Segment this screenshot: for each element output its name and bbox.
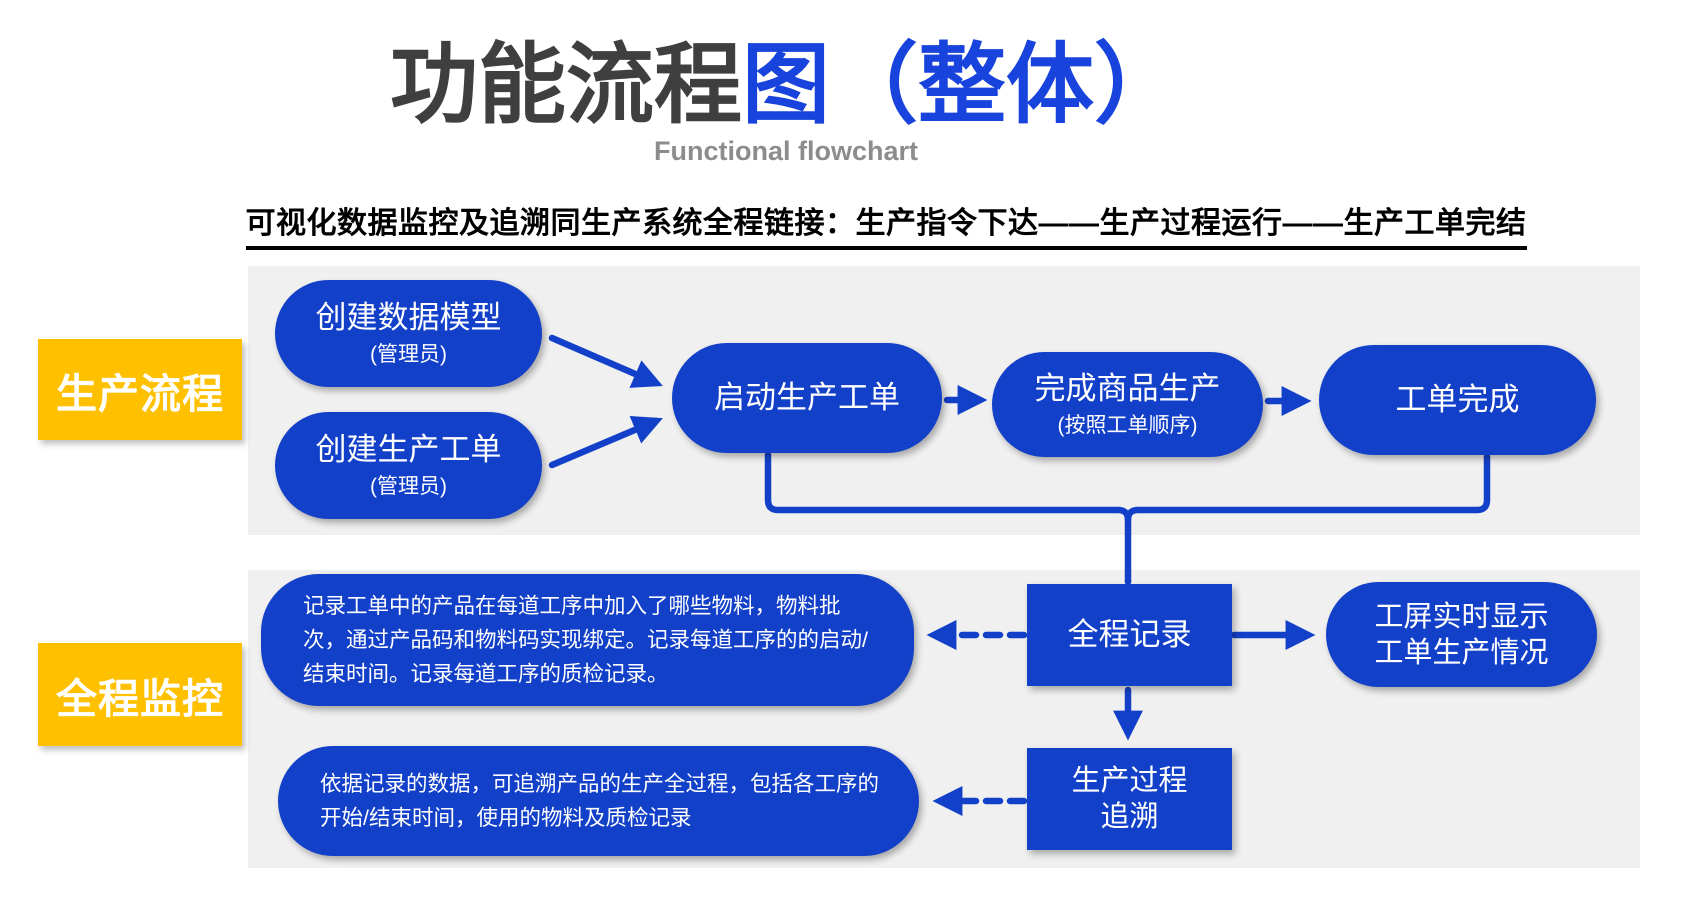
node-create-work-order: 创建生产工单 (管理员)	[275, 412, 542, 519]
node-start-work-order-title: 启动生产工单	[714, 380, 900, 415]
node-process-trace-line2: 追溯	[1100, 801, 1159, 833]
node-process-trace: 生产过程 追溯	[1027, 748, 1232, 850]
node-full-record-title: 全程记录	[1067, 617, 1192, 652]
node-create-data-model-subtitle: (管理员)	[370, 342, 447, 366]
page-title-blue-part: 图（整体）	[742, 32, 1183, 136]
node-process-trace-line1: 生产过程	[1071, 765, 1188, 797]
node-finish-product: 完成商品生产 (按照工单顺序)	[992, 352, 1263, 457]
node-screen-display: 工屏实时显示 工单生产情况	[1326, 582, 1597, 687]
note-record-detail-text: 记录工单中的产品在每道工序中加入了哪些物料，物料批次，通过产品码和物料码实现绑定…	[303, 594, 868, 686]
node-full-record: 全程记录	[1027, 584, 1232, 686]
page-title: 功能流程图（整体）	[0, 34, 1572, 134]
node-screen-display-line1: 工屏实时显示	[1374, 600, 1549, 633]
section-label-production: 生产流程	[38, 339, 242, 440]
node-finish-product-subtitle: (按照工单顺序)	[1057, 413, 1198, 437]
node-order-done: 工单完成	[1319, 345, 1596, 455]
node-create-work-order-title: 创建生产工单	[315, 431, 502, 467]
node-create-data-model-title: 创建数据模型	[315, 299, 502, 335]
note-record-detail: 记录工单中的产品在每道工序中加入了哪些物料，物料批次，通过产品码和物料码实现绑定…	[261, 574, 914, 706]
note-trace-detail: 依据记录的数据，可追溯产品的生产全过程，包括各工序的开始/结束时间，使用的物料及…	[278, 746, 919, 856]
section-label-monitoring: 全程监控	[38, 643, 242, 746]
process-link-heading: 可视化数据监控及追溯同生产系统全程链接：生产指令下达——生产过程运行——生产工单…	[245, 198, 1527, 250]
title-block: 功能流程图（整体） Functional flowchart	[0, 34, 1692, 166]
node-create-data-model: 创建数据模型 (管理员)	[275, 280, 542, 387]
heading-row: 可视化数据监控及追溯同生产系统全程链接：生产指令下达——生产过程运行——生产工单…	[230, 198, 1542, 250]
note-trace-detail-text: 依据记录的数据，可追溯产品的生产全过程，包括各工序的开始/结束时间，使用的物料及…	[320, 772, 880, 830]
node-start-work-order: 启动生产工单	[672, 343, 942, 453]
node-screen-display-line2: 工单生产情况	[1374, 636, 1549, 669]
node-order-done-title: 工单完成	[1395, 382, 1520, 417]
page-title-dark-part: 功能流程	[389, 32, 742, 136]
page-subtitle: Functional flowchart	[653, 136, 918, 166]
node-finish-product-title: 完成商品生产	[1034, 370, 1221, 406]
node-create-work-order-subtitle: (管理员)	[370, 474, 447, 498]
